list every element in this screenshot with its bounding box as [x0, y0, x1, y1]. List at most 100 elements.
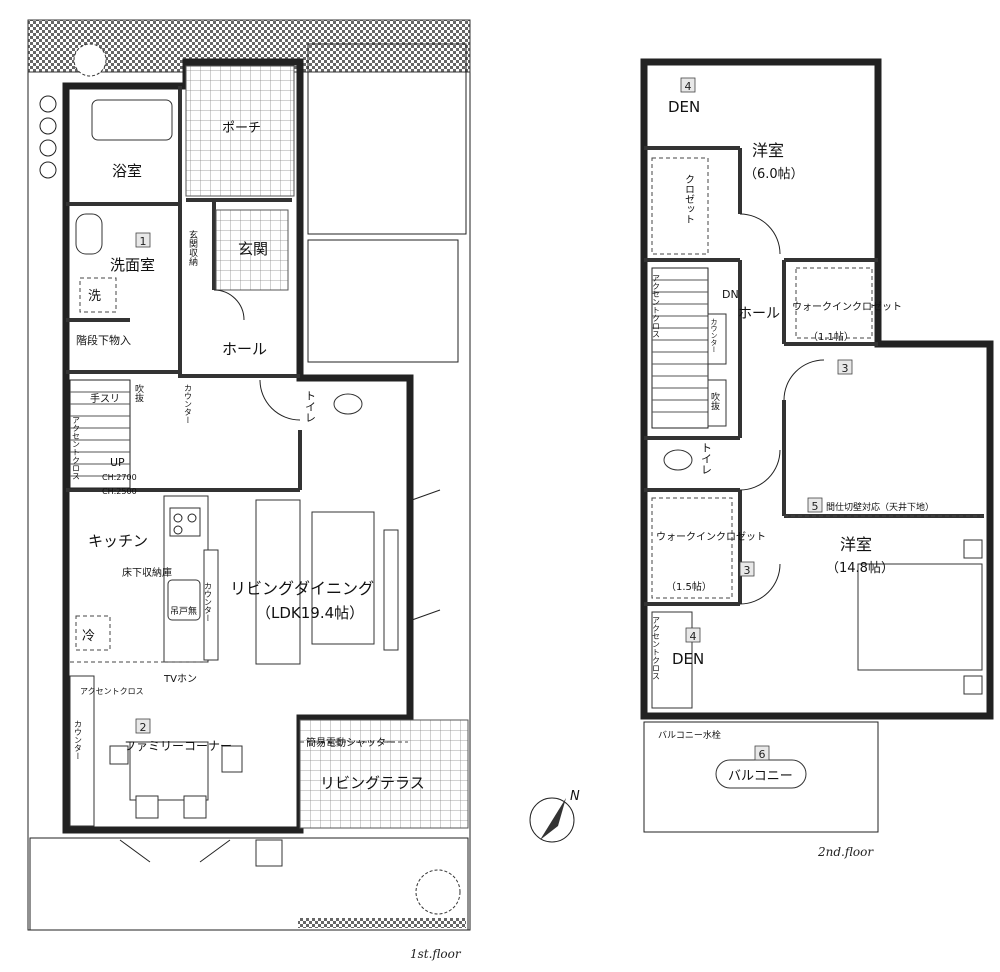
- balcony-faucet-label: バルコニー水栓: [658, 729, 721, 741]
- first-floor-label: 1st.floor: [410, 947, 462, 961]
- door-swing: [411, 609, 441, 621]
- under-stairs-label: 階段下物入: [76, 333, 131, 347]
- toilet-icon-2f: [663, 449, 693, 471]
- room-den-2: DEN: [672, 650, 704, 668]
- interior-wall: [66, 86, 302, 492]
- stairs-1f: [69, 379, 131, 489]
- dining-table-icon: [129, 741, 209, 801]
- walkin-closet-2-size: （1.5帖）: [666, 580, 712, 593]
- partition-label: 間仕切壁対応（天井下地）: [826, 501, 934, 513]
- partition-number: 5: [812, 500, 819, 513]
- room-western-1-size: （6.0帖）: [744, 167, 804, 182]
- room-bath: 浴室: [112, 162, 142, 180]
- counter-label-2f: カウンター: [710, 318, 718, 353]
- shrub-icon: [39, 139, 57, 157]
- den-desk: [651, 611, 693, 709]
- closet-1: [651, 157, 709, 255]
- door-swing: [119, 839, 231, 863]
- tree-icon: [415, 869, 461, 915]
- door-swing: [783, 359, 825, 401]
- ch2700-label: CH:2700: [102, 473, 137, 482]
- accent-cloth-den: アクセントクロス: [652, 616, 661, 680]
- second-floor: 4 DEN 洋室 （6.0帖） クロゼット DN ホール ウォークインクロゼット…: [640, 58, 994, 859]
- room-den-1: DEN: [668, 98, 700, 116]
- interior-wall-2f: [644, 146, 984, 606]
- chair-icon: [221, 745, 243, 773]
- num3-b: 3: [744, 564, 751, 577]
- toilet-icon: [333, 393, 363, 415]
- washroom-number: 1: [140, 235, 147, 248]
- room-toilet-2f: トイレ: [700, 442, 713, 475]
- shrub-icon: [39, 117, 57, 135]
- door-swing: [739, 449, 781, 491]
- room-hall-1f: ホール: [222, 340, 267, 358]
- room-family-corner: ファミリーコーナー: [124, 739, 232, 753]
- chair-icon: [135, 795, 159, 819]
- terrace-floor: [299, 719, 469, 829]
- walkin-closet-2: [651, 497, 733, 599]
- counter-label-kitchen: カウンター: [204, 582, 213, 622]
- floor-storage-label: 床下収納庫: [122, 566, 172, 579]
- front-yard: [29, 837, 469, 931]
- rug-icon: [311, 511, 375, 645]
- room-porch: ポーチ: [222, 121, 261, 136]
- porch-floor: [185, 65, 295, 197]
- stove-icon: [169, 507, 201, 537]
- room-hall-2f: ホール: [738, 306, 780, 322]
- balcony-number: 6: [759, 748, 766, 761]
- door-swing: [739, 563, 781, 605]
- bathtub-icon: [91, 99, 173, 141]
- room-balcony: バルコニー: [728, 769, 793, 784]
- entrance-floor: [215, 209, 289, 291]
- tv-phone-label: TVホン: [163, 673, 197, 685]
- ldk-size: （LDK19.4帖）: [256, 604, 364, 622]
- door-swing: [739, 213, 781, 255]
- family-counter: [69, 675, 95, 827]
- up-label: UP: [110, 456, 125, 469]
- chair-icon: [183, 795, 207, 819]
- gate-rail: [298, 918, 466, 928]
- sink-icon: [75, 213, 103, 255]
- room-toilet-1f: トイレ: [304, 390, 317, 423]
- compass-north: N: [570, 789, 580, 804]
- tree-icon: [73, 43, 107, 77]
- no-cabinet-label: 吊戸無: [170, 605, 197, 617]
- shutter-label: 簡易電動シャッター: [306, 736, 396, 749]
- sofa-icon: [255, 499, 301, 665]
- washer-icon: [79, 277, 117, 313]
- family-number: 2: [140, 721, 147, 734]
- counter-label-1f: カウンター: [184, 384, 193, 424]
- room-entrance: 玄関: [238, 240, 268, 258]
- accent-cloth-1f: アクセントクロス: [72, 416, 81, 480]
- meter-icon: [255, 839, 283, 867]
- atrium-label-1f: 吹抜: [133, 383, 144, 403]
- shrub-icon: [39, 161, 57, 179]
- den-number-2: 4: [690, 630, 697, 643]
- kitchen-side-counter: [203, 549, 219, 661]
- balcony-area: [643, 721, 879, 833]
- second-floor-label: 2nd.floor: [817, 845, 874, 859]
- door-swing: [259, 379, 301, 421]
- ch2500-label: CH:2500: [102, 487, 137, 496]
- room-living-dining: リビングダイニング: [230, 579, 374, 598]
- atrium-label-2f: 吹抜: [709, 391, 720, 411]
- fridge-icon: [75, 615, 111, 651]
- outer-wall-2f: [640, 58, 994, 720]
- chair-icon: [109, 745, 129, 765]
- walkin-closet-1: [795, 267, 873, 339]
- parking-1: [307, 43, 467, 235]
- first-floor: 浴室 ポーチ 1 洗面室 洗 玄関 玄関収納 ホール 階段下物入 手スリ 吹抜 …: [27, 19, 471, 961]
- accent-cloth-family: アクセントクロス: [80, 687, 144, 696]
- bed-icon: [857, 563, 983, 671]
- door-swing: [411, 489, 441, 501]
- room-western-1: 洋室: [752, 141, 784, 160]
- compass-icon: N: [529, 789, 580, 843]
- room-western-2-size: （14.8帖）: [826, 561, 894, 576]
- kitchen-sink-icon: [167, 579, 201, 621]
- shrub-icon: [39, 95, 57, 113]
- fridge-label: 冷: [82, 629, 95, 644]
- num3-a: 3: [842, 362, 849, 375]
- handrail-label: 手スリ: [90, 392, 120, 405]
- door-swing: [213, 289, 245, 321]
